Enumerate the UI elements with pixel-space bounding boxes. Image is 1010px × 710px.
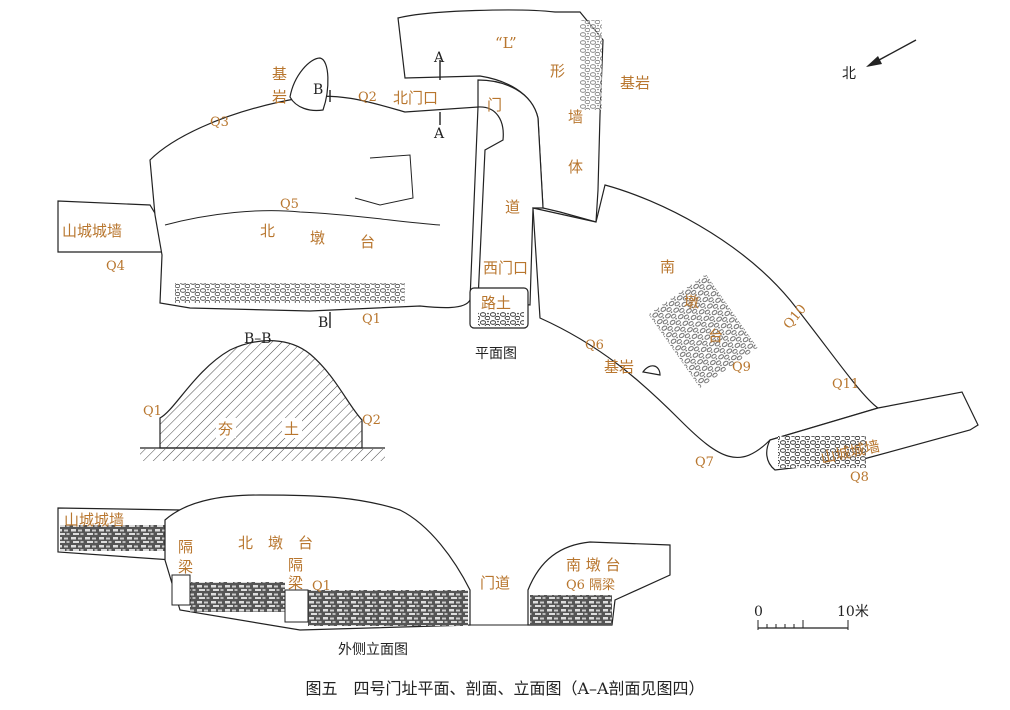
bedrock-1b: 岩 (272, 88, 287, 106)
elev-mountain-wall-stones (60, 525, 168, 551)
north-pier-stones (175, 283, 405, 303)
road-soil-stones (478, 312, 524, 326)
figure-caption: 图五 四号门址平面、剖面、立面图（A–A剖面见图四） (305, 679, 704, 698)
bedrock-1a: 基 (272, 65, 287, 83)
bb-fill-label-bg-1 (216, 418, 236, 438)
bb-fill-char-1: 夯 (218, 420, 233, 438)
elev-masonry-2 (308, 590, 468, 626)
bb-q-left: Q1 (143, 404, 162, 419)
gate-passage-char-2: 道 (505, 198, 520, 216)
south-pier-stones (648, 274, 758, 388)
q4-label: Q4 (106, 259, 125, 274)
l-wall-char-2: 墙 (568, 108, 583, 126)
elev-partition-mid-1: 隔 (288, 556, 303, 574)
elev-gate-passage: 门道 (480, 574, 510, 592)
south-pier-char-1: 南 (660, 258, 675, 276)
north-pier-shape (149, 95, 479, 312)
bedrock-bump (641, 365, 661, 376)
north-arrow: 北 (842, 39, 917, 82)
bb-title: B–B (244, 331, 272, 347)
elevation-view: 山城城墙 隔 梁 北 墩 台 隔 梁 Q1 门道 南 墩 台 Q6 隔梁 外侧立… (57, 494, 671, 658)
gate-passage-shape (477, 79, 544, 306)
elev-masonry-1 (190, 582, 285, 612)
q5-label: Q5 (280, 197, 299, 212)
plan-title: 平面图 (475, 346, 517, 362)
elev-partition-mid (284, 589, 309, 623)
section-b-top: B (313, 82, 323, 98)
north-pier-char-1: 北 (260, 222, 275, 240)
l-wall-char-3: 体 (568, 158, 583, 176)
north-pier-char-3: 台 (360, 233, 375, 251)
scale-zero: 0 (754, 604, 763, 620)
north-pier-inner-line (354, 154, 414, 206)
elev-partition-left-1: 隔 (178, 538, 193, 556)
elev-partition-mid-2: 梁 (288, 574, 303, 592)
q6-label: Q6 (585, 338, 604, 353)
elev-q6-partition: Q6 隔梁 (566, 578, 615, 593)
q9-label: Q9 (732, 360, 751, 375)
l-wall-quote: “L” (495, 34, 517, 52)
bedrock-knob-shape (289, 57, 329, 112)
north-pier-ridge (164, 210, 441, 226)
l-wall-stones (580, 20, 602, 110)
elev-q1: Q1 (312, 579, 331, 594)
section-a-bottom: A (433, 126, 445, 142)
road-soil-label: 路土 (481, 294, 511, 312)
q3-label: Q3 (210, 115, 229, 130)
north-pier-char-2: 墩 (310, 229, 325, 247)
south-pier-char-2: 墩 (684, 293, 699, 311)
north-label: 北 (842, 66, 856, 82)
elev-mountain-wall-label: 山城城墙 (64, 511, 124, 529)
q1-label: Q1 (362, 312, 381, 327)
mountain-wall-right-stones (778, 436, 866, 468)
mountain-wall-left-label: 山城城墙 (62, 222, 122, 240)
north-arrow-head-icon (866, 56, 882, 67)
north-gate-mouth: 北门口 (393, 89, 438, 107)
elev-title: 外侧立面图 (338, 642, 408, 658)
bedrock-3: 基岩 (604, 358, 634, 376)
q7-label: Q7 (695, 455, 714, 470)
scale-ten-m: 10米 (837, 604, 869, 620)
section-a-top: A (433, 50, 445, 66)
elev-south-masonry (530, 595, 612, 625)
bb-fill-label-bg-2 (282, 418, 302, 438)
elev-south-pier-label: 南 墩 台 (566, 556, 621, 574)
bb-q-right: Q2 (362, 413, 381, 428)
elev-north-pier-label: 北 墩 台 (238, 534, 313, 552)
bb-ground-hatch (140, 449, 385, 461)
plan-view: “L” 形 墙 体 基 岩 基岩 基岩 北门口 门 道 西门口 路土 平面图 山… (57, 9, 979, 485)
l-wall-char-1: 形 (550, 62, 565, 80)
bb-section: B–B Q1 Q2 夯 土 (140, 331, 385, 461)
q2-label: Q2 (358, 90, 377, 105)
gate-passage-char-1: 门 (487, 96, 502, 114)
section-b-bottom: B (318, 315, 328, 331)
q11-label: Q11 (832, 377, 859, 392)
l-wall-shape (397, 9, 604, 223)
south-pier-char-3: 台 (708, 327, 723, 345)
bb-section-shape (159, 340, 363, 449)
elev-partition-left-2: 梁 (178, 558, 193, 576)
west-gate-mouth: 西门口 (483, 259, 528, 277)
scale-bar: 0 10米 (754, 604, 869, 630)
bb-fill-char-2: 土 (284, 420, 299, 438)
q8-label: Q8 (850, 470, 869, 485)
elev-partition-left (171, 574, 191, 606)
bedrock-2: 基岩 (620, 74, 650, 92)
